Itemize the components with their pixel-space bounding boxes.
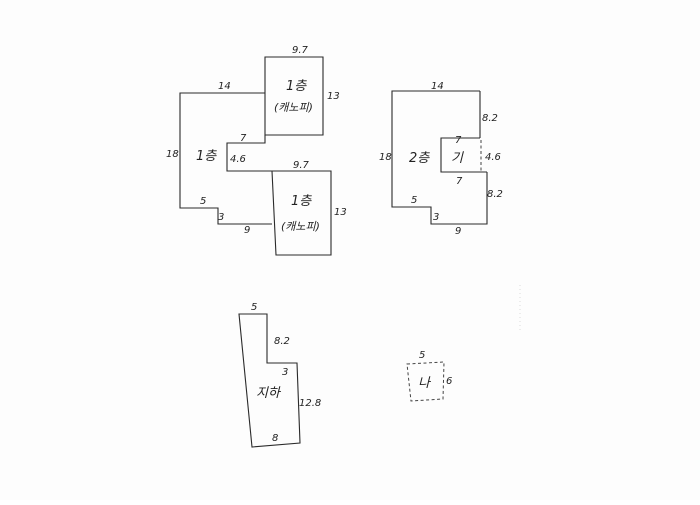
floor2-step-side-label: 3: [433, 212, 439, 223]
floor2-top-label: 14: [431, 81, 444, 92]
basement-upper-right-label: 8.2: [274, 336, 290, 347]
inner-side-label: 4.6: [485, 152, 501, 163]
small-unit-label: 나: [418, 376, 432, 391]
basement-step-label: 3: [282, 367, 288, 378]
canopy-top-outline: [264, 56, 324, 136]
floor2-bottom-label: 9: [455, 226, 461, 237]
floor2-right-upper-label: 8.2: [482, 113, 498, 124]
floor2-left-label: 18: [379, 152, 392, 163]
floor2-right-lower-label: 8.2: [487, 189, 503, 200]
basement: 5 8.2 3 12.8 8 지하: [238, 302, 321, 448]
basement-outline: [238, 313, 301, 448]
group-b: 14 8.2 18 5 3 9 8.2 2층 7 4.6 7 기: [379, 81, 503, 237]
floor1-bottom-label: 9: [244, 225, 250, 236]
basement-lower-right-label: 12.8: [299, 398, 321, 409]
canopy-bottom-outline: [271, 170, 332, 256]
floor1-notch-side-label: 4.6: [230, 154, 246, 165]
canopy-top-canopy-label: (캐노피): [274, 101, 313, 114]
floor1-main-outline: [179, 92, 272, 225]
basement-bottom-label: 8: [272, 433, 278, 444]
floor1-left-label: 18: [166, 149, 179, 160]
small-unit-outline: [406, 361, 445, 402]
canopy-top-width-label: 9.7: [292, 45, 309, 56]
small-unit-top-label: 5: [419, 350, 425, 361]
floor1-top-label: 14: [218, 81, 231, 92]
basement-top-label: 5: [251, 302, 257, 313]
canopy-bottom-canopy-label: (캐노피): [281, 220, 320, 233]
canopy-bottom-width-label: 9.7: [293, 160, 310, 171]
floor1-step-side-label: 3: [218, 212, 224, 223]
canopy-bottom-floor-label: 1층: [291, 194, 312, 209]
canopy-top-height-label: 13: [327, 91, 340, 102]
floor2-main-outline: [391, 90, 488, 225]
floor1-notch-top-label: 7: [240, 133, 247, 144]
floor2-bottom-step-label: 5: [411, 195, 417, 206]
inner-bottom-label: 7: [456, 176, 463, 187]
inner-top-label: 7: [455, 135, 462, 146]
canopy-bottom-height-label: 13: [334, 207, 347, 218]
floor1-bottom-step-label: 5: [200, 196, 206, 207]
group-a: 9.7 13 1층 (캐노피) 14 18 7 4.6 5 3 9 1층 9.7…: [166, 45, 347, 256]
canopy-top-floor-label: 1층: [286, 79, 307, 94]
inner-label: 기: [451, 151, 464, 166]
small-unit: 5 6 나: [406, 350, 452, 402]
floor2-main-label: 2층: [409, 151, 430, 166]
floor2-inner-outline: [440, 137, 487, 173]
floor1-main-label: 1층: [196, 149, 217, 164]
basement-label: 지하: [256, 386, 282, 401]
small-unit-side-label: 6: [446, 376, 452, 387]
